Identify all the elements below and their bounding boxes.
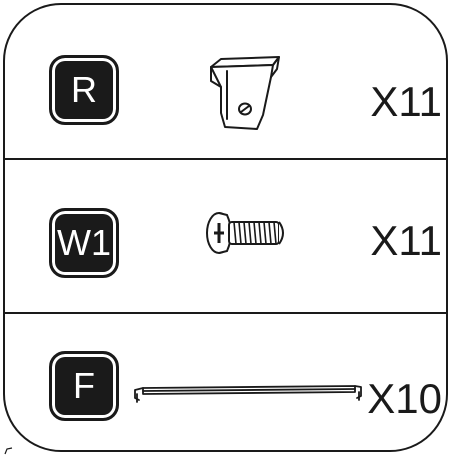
part-code-badge: W1: [49, 208, 119, 278]
part-quantity: X10: [367, 375, 442, 422]
clip-bracket-icon: [210, 56, 280, 130]
corner-mark-icon: [4, 447, 13, 455]
parts-list-card: R X11 W1: [3, 3, 448, 452]
part-quantity: X11: [370, 78, 442, 125]
screw-icon: [206, 212, 284, 254]
row-divider: [5, 158, 446, 160]
part-row-r: R X11: [5, 5, 446, 158]
rail-bar-icon: [134, 385, 362, 403]
part-code-badge: R: [49, 55, 119, 125]
part-row-f: F X10: [5, 314, 446, 450]
part-row-w1: W1 X1: [5, 160, 446, 312]
row-divider: [5, 312, 446, 314]
part-code-badge: F: [49, 351, 119, 421]
part-quantity: X11: [370, 217, 442, 264]
